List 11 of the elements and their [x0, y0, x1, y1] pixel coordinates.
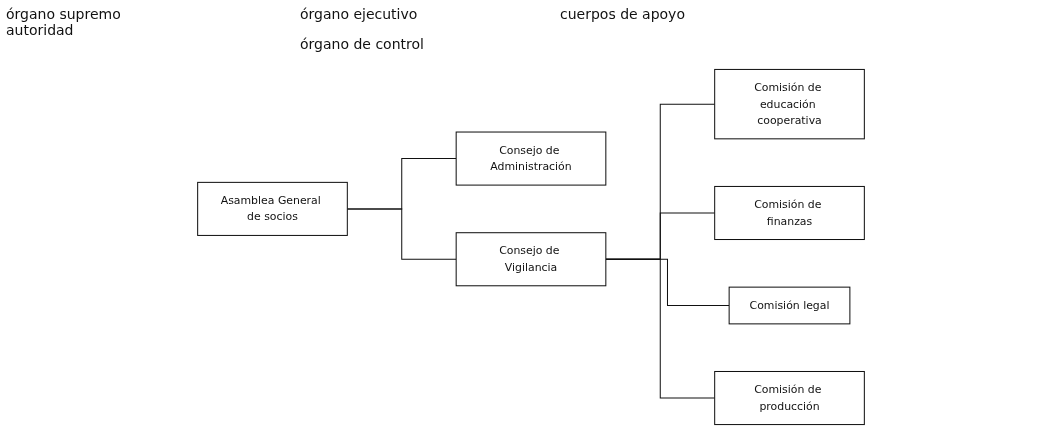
node-box: Consejo de Administración: [455, 131, 607, 186]
column-heading: órgano ejecutivo: [300, 6, 419, 22]
column-heading: órgano de control: [300, 36, 425, 52]
node-box: Consejo de Vigilancia: [455, 232, 607, 287]
node-box: Asamblea General de socios: [197, 181, 348, 236]
node-box: Comisión de finanzas: [714, 185, 865, 241]
column-heading: órgano supremo autoridad: [6, 6, 122, 38]
node-box: Comisión de educación cooperativa: [714, 68, 865, 140]
node-box: Comisión de producción: [714, 371, 865, 426]
column-heading: cuerpos de apoyo: [560, 6, 686, 22]
node-box: Comisión legal: [728, 286, 851, 325]
